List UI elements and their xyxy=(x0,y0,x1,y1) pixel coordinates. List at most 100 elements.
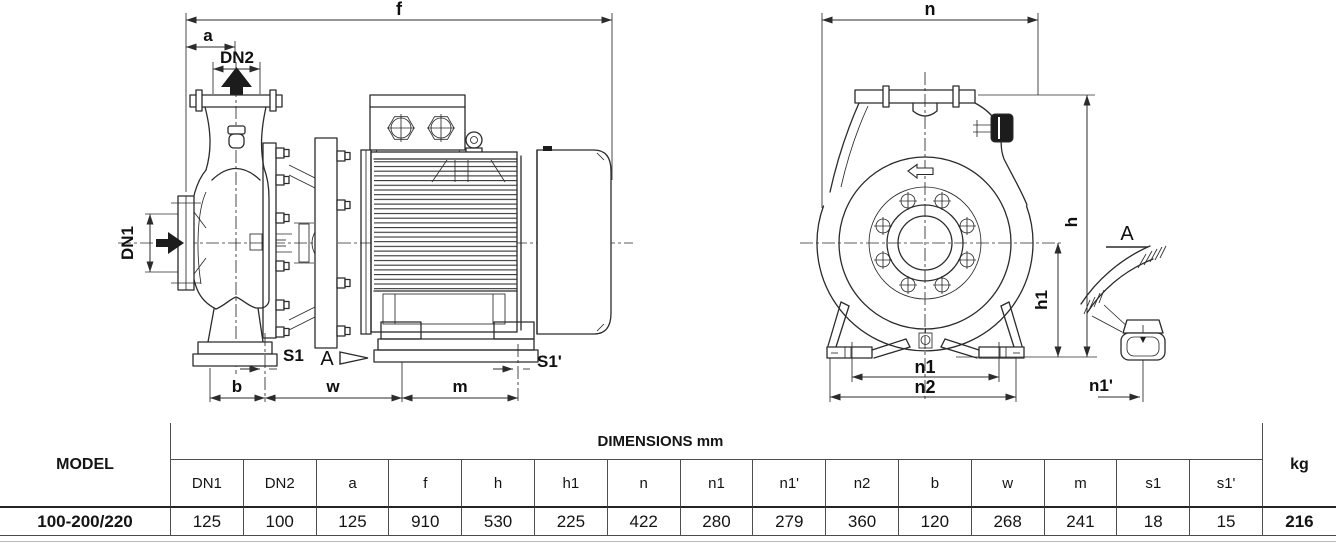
vent-plug-icon xyxy=(973,113,1014,143)
label-b: b xyxy=(232,377,242,396)
value-s1: 18 xyxy=(1116,506,1190,536)
dim-f: f xyxy=(185,0,613,192)
technical-drawing: f a DN2 xyxy=(118,0,1167,402)
dim-dn2: DN2 xyxy=(212,48,261,95)
dim-n1: n1 xyxy=(851,342,1000,382)
front-casing xyxy=(816,85,1034,352)
pump-casing xyxy=(171,89,283,367)
dim-n1-prime: n1' xyxy=(1089,360,1144,402)
label-n2: n2 xyxy=(914,377,935,397)
discharge-flange xyxy=(189,94,283,108)
bolt-icon xyxy=(899,192,917,210)
cable-gland-icon xyxy=(427,114,455,142)
col-header-a: a xyxy=(315,460,389,506)
col-header-n: n xyxy=(606,460,680,506)
label-s1: S1 xyxy=(283,346,304,365)
pump-foot xyxy=(192,341,278,367)
label-dn2: DN2 xyxy=(220,48,254,67)
flow-arrow-dn1-icon xyxy=(156,232,184,254)
bolt-icon xyxy=(275,147,290,338)
value-dn2: 100 xyxy=(242,506,316,536)
motor-body xyxy=(370,151,518,333)
side-view: f a DN2 xyxy=(118,0,633,402)
label-h: h xyxy=(1062,217,1081,227)
dim-dn1: DN1 xyxy=(118,213,184,273)
label-detail-a: A xyxy=(1120,223,1134,245)
model-value: 100-200/220 xyxy=(0,506,170,536)
value-n1p: 279 xyxy=(752,506,826,536)
value-w: 268 xyxy=(970,506,1044,536)
priming-plug xyxy=(227,125,246,149)
label-m: m xyxy=(452,377,467,396)
bolt-icon xyxy=(336,150,351,337)
bolt-icon xyxy=(874,251,892,269)
drain-plug-icon xyxy=(918,328,933,349)
label-w: w xyxy=(325,377,340,396)
label-dn1: DN1 xyxy=(118,226,137,260)
col-header-w: w xyxy=(970,460,1044,506)
bearing-bracket xyxy=(275,137,351,349)
dimensions-table: MODEL DIMENSIONS mm kg DN1 DN2 a f h h1 … xyxy=(0,423,1336,536)
col-header-s1: s1 xyxy=(1116,460,1189,506)
rotation-arrow-icon xyxy=(907,163,934,180)
col-header-h: h xyxy=(461,460,534,506)
value-m: 241 xyxy=(1043,506,1117,536)
col-header-m: m xyxy=(1043,460,1117,506)
col-header-h1: h1 xyxy=(533,460,607,506)
bolt-icon xyxy=(899,276,917,294)
col-header-s1p: s1' xyxy=(1189,460,1262,506)
fan-cover xyxy=(520,146,612,335)
dim-a: a xyxy=(186,26,236,54)
col-header-n1p: n1' xyxy=(752,460,825,506)
col-header-n1: n1 xyxy=(679,460,753,506)
bolt-icon xyxy=(874,217,892,235)
value-n2: 360 xyxy=(825,506,898,536)
label-f: f xyxy=(396,0,403,19)
bolt-icon xyxy=(933,276,951,294)
col-header-b: b xyxy=(897,460,971,506)
dim-n2: n2 xyxy=(829,358,1017,402)
col-header-f: f xyxy=(388,460,461,506)
dim-h1: h1 xyxy=(1032,243,1062,357)
label-s1-prime: S1' xyxy=(537,352,562,371)
volute-crown xyxy=(211,167,261,181)
dim-bottom: b w m S1 S1' xyxy=(209,333,562,402)
label-n: n xyxy=(925,0,936,19)
value-n: 422 xyxy=(606,506,680,536)
terminal-box xyxy=(369,94,466,160)
value-h: 530 xyxy=(461,506,534,536)
rib-hatching xyxy=(1083,245,1167,315)
dim-n: n xyxy=(821,0,1039,208)
bolt-icon xyxy=(958,251,976,269)
flange-bolts xyxy=(874,192,976,294)
bolt-icon xyxy=(933,192,951,210)
motor-flange xyxy=(360,149,372,335)
label-h1: h1 xyxy=(1032,290,1051,310)
value-dn1: 125 xyxy=(170,506,243,536)
value-h1: 225 xyxy=(533,506,607,536)
bolt-icon xyxy=(958,217,976,235)
view-a-arrow-icon xyxy=(339,351,369,365)
front-view: n xyxy=(800,0,1097,402)
shaft-coupling xyxy=(275,222,314,264)
dimensions-header: DIMENSIONS mm xyxy=(170,423,1262,460)
value-n1: 280 xyxy=(679,506,753,536)
col-header-dn2: DN2 xyxy=(242,460,316,506)
motor xyxy=(360,94,612,363)
value-f: 910 xyxy=(388,506,462,536)
casing-back-flange xyxy=(262,142,290,339)
value-b: 120 xyxy=(897,506,971,536)
view-a-indicator: A xyxy=(320,348,369,370)
flow-arrow-dn2-icon xyxy=(221,67,252,95)
model-column-header: MODEL xyxy=(56,455,114,473)
label-view-a: A xyxy=(320,348,334,370)
col-header-n2: n2 xyxy=(825,460,898,506)
value-s1p: 15 xyxy=(1189,506,1262,536)
label-a: a xyxy=(203,26,213,45)
label-n1: n1 xyxy=(914,357,935,377)
detail-foot xyxy=(1120,319,1166,361)
value-a: 125 xyxy=(315,506,389,536)
motor-feet xyxy=(373,321,539,363)
kg-column-header: kg xyxy=(1261,423,1336,506)
